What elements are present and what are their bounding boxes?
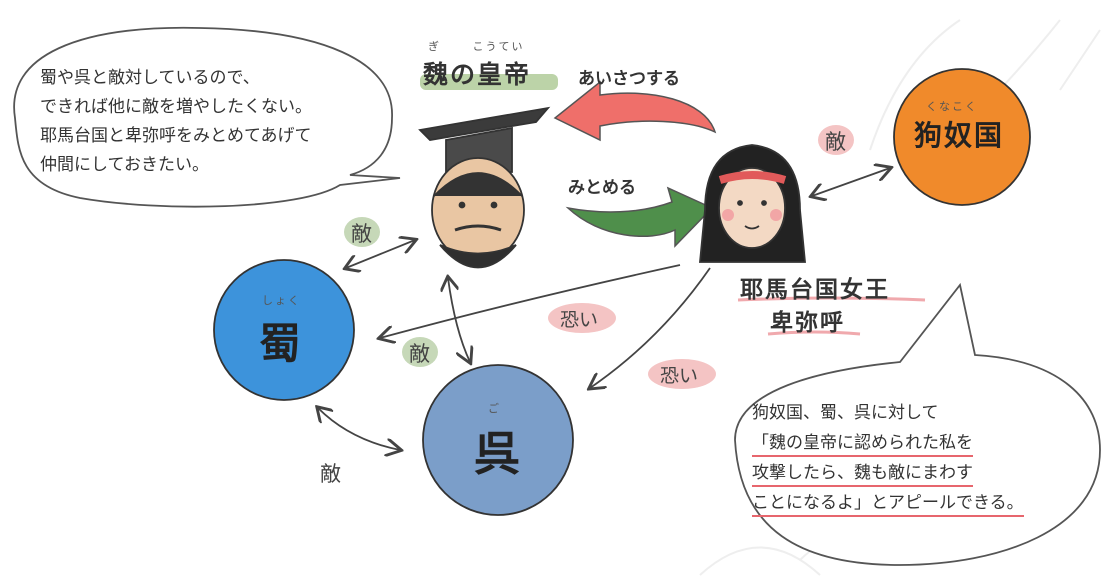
bubble-right-line: 「魏の皇帝に認められた私を <box>752 433 973 457</box>
recognize-label: みとめる <box>568 178 636 198</box>
enemy-label: 敵 <box>320 462 341 486</box>
go-circle <box>422 364 574 516</box>
queen-name: 卑弥呼 <box>770 310 845 336</box>
bubble-left-line: 仲間にしておきたい。 <box>40 155 209 175</box>
enemy-label-bg-go <box>402 337 438 367</box>
enemy-label: 敵 <box>409 342 430 366</box>
fear-label: 恐い <box>660 365 699 387</box>
arrow-shoku-go <box>318 408 400 450</box>
fear-label-bg-1 <box>548 303 616 333</box>
bubble-left-line: 蜀や呉と敵対しているので、 <box>40 68 260 88</box>
queen-figure <box>699 144 806 263</box>
bubble-right-line: 攻撃したら、魏も敵にまわす <box>752 463 973 487</box>
enemy-label: 敵 <box>351 222 372 246</box>
kunakoku-name: 狗奴国 <box>914 119 1005 152</box>
emperor-ruby: ぎ こうてい <box>428 40 525 53</box>
bubble-left-line: できれば他に敵を増やしたくない。 <box>40 97 312 117</box>
shoku-ruby: しょく <box>262 294 301 307</box>
enemy-label-bg-kuna <box>818 125 854 155</box>
queen-title: 耶馬台国女王 <box>740 277 890 303</box>
emperor-figure <box>418 106 551 269</box>
arrow-emperor-shoku <box>346 240 415 268</box>
go-ruby: ご <box>488 402 501 415</box>
bubble-right-line: 狗奴国、蜀、呉に対して <box>752 403 939 423</box>
enemy-label-bg-shoku <box>344 217 380 247</box>
fear-label-bg-2 <box>648 359 716 389</box>
greet-label: あいさつする <box>578 69 680 89</box>
queen-underline-1 <box>737 296 926 302</box>
bubble-left-text: 蜀や呉と敵対しているので、 できれば他に敵を増やしたくない。 耶馬台国と卑弥呼を… <box>40 64 370 180</box>
enemy-label: 敵 <box>825 130 846 154</box>
greet-arrow <box>553 80 717 142</box>
arrow-queen-go <box>590 267 711 388</box>
bubble-right-line: ことになるよ」とアピールできる。 <box>752 493 1024 517</box>
recognize-arrow <box>565 186 714 248</box>
fear-label: 恐い <box>560 309 599 331</box>
shoku-circle <box>213 259 355 401</box>
bubble-right-text: 狗奴国、蜀、呉に対して 「魏の皇帝に認められた私を 攻撃したら、魏も敵にまわす … <box>752 398 1082 518</box>
kunakoku-ruby: くなこく <box>926 100 978 113</box>
arrow-queen-kunakoku <box>812 168 890 196</box>
kunakoku-circle <box>893 68 1031 206</box>
queen-underline-2 <box>767 330 861 336</box>
shoku-name: 蜀 <box>259 319 304 368</box>
speech-bubble-left <box>13 26 401 208</box>
arrow-emperor-go <box>448 278 470 362</box>
emperor-title: 魏の皇帝 <box>423 60 532 89</box>
emperor-title-highlight <box>420 74 558 90</box>
speech-bubble-right <box>734 282 1101 566</box>
bubble-left-line: 耶馬台国と卑弥呼をみとめてあげて <box>40 126 312 146</box>
go-name: 呉 <box>474 427 522 481</box>
arrow-queen-shoku <box>380 264 681 338</box>
